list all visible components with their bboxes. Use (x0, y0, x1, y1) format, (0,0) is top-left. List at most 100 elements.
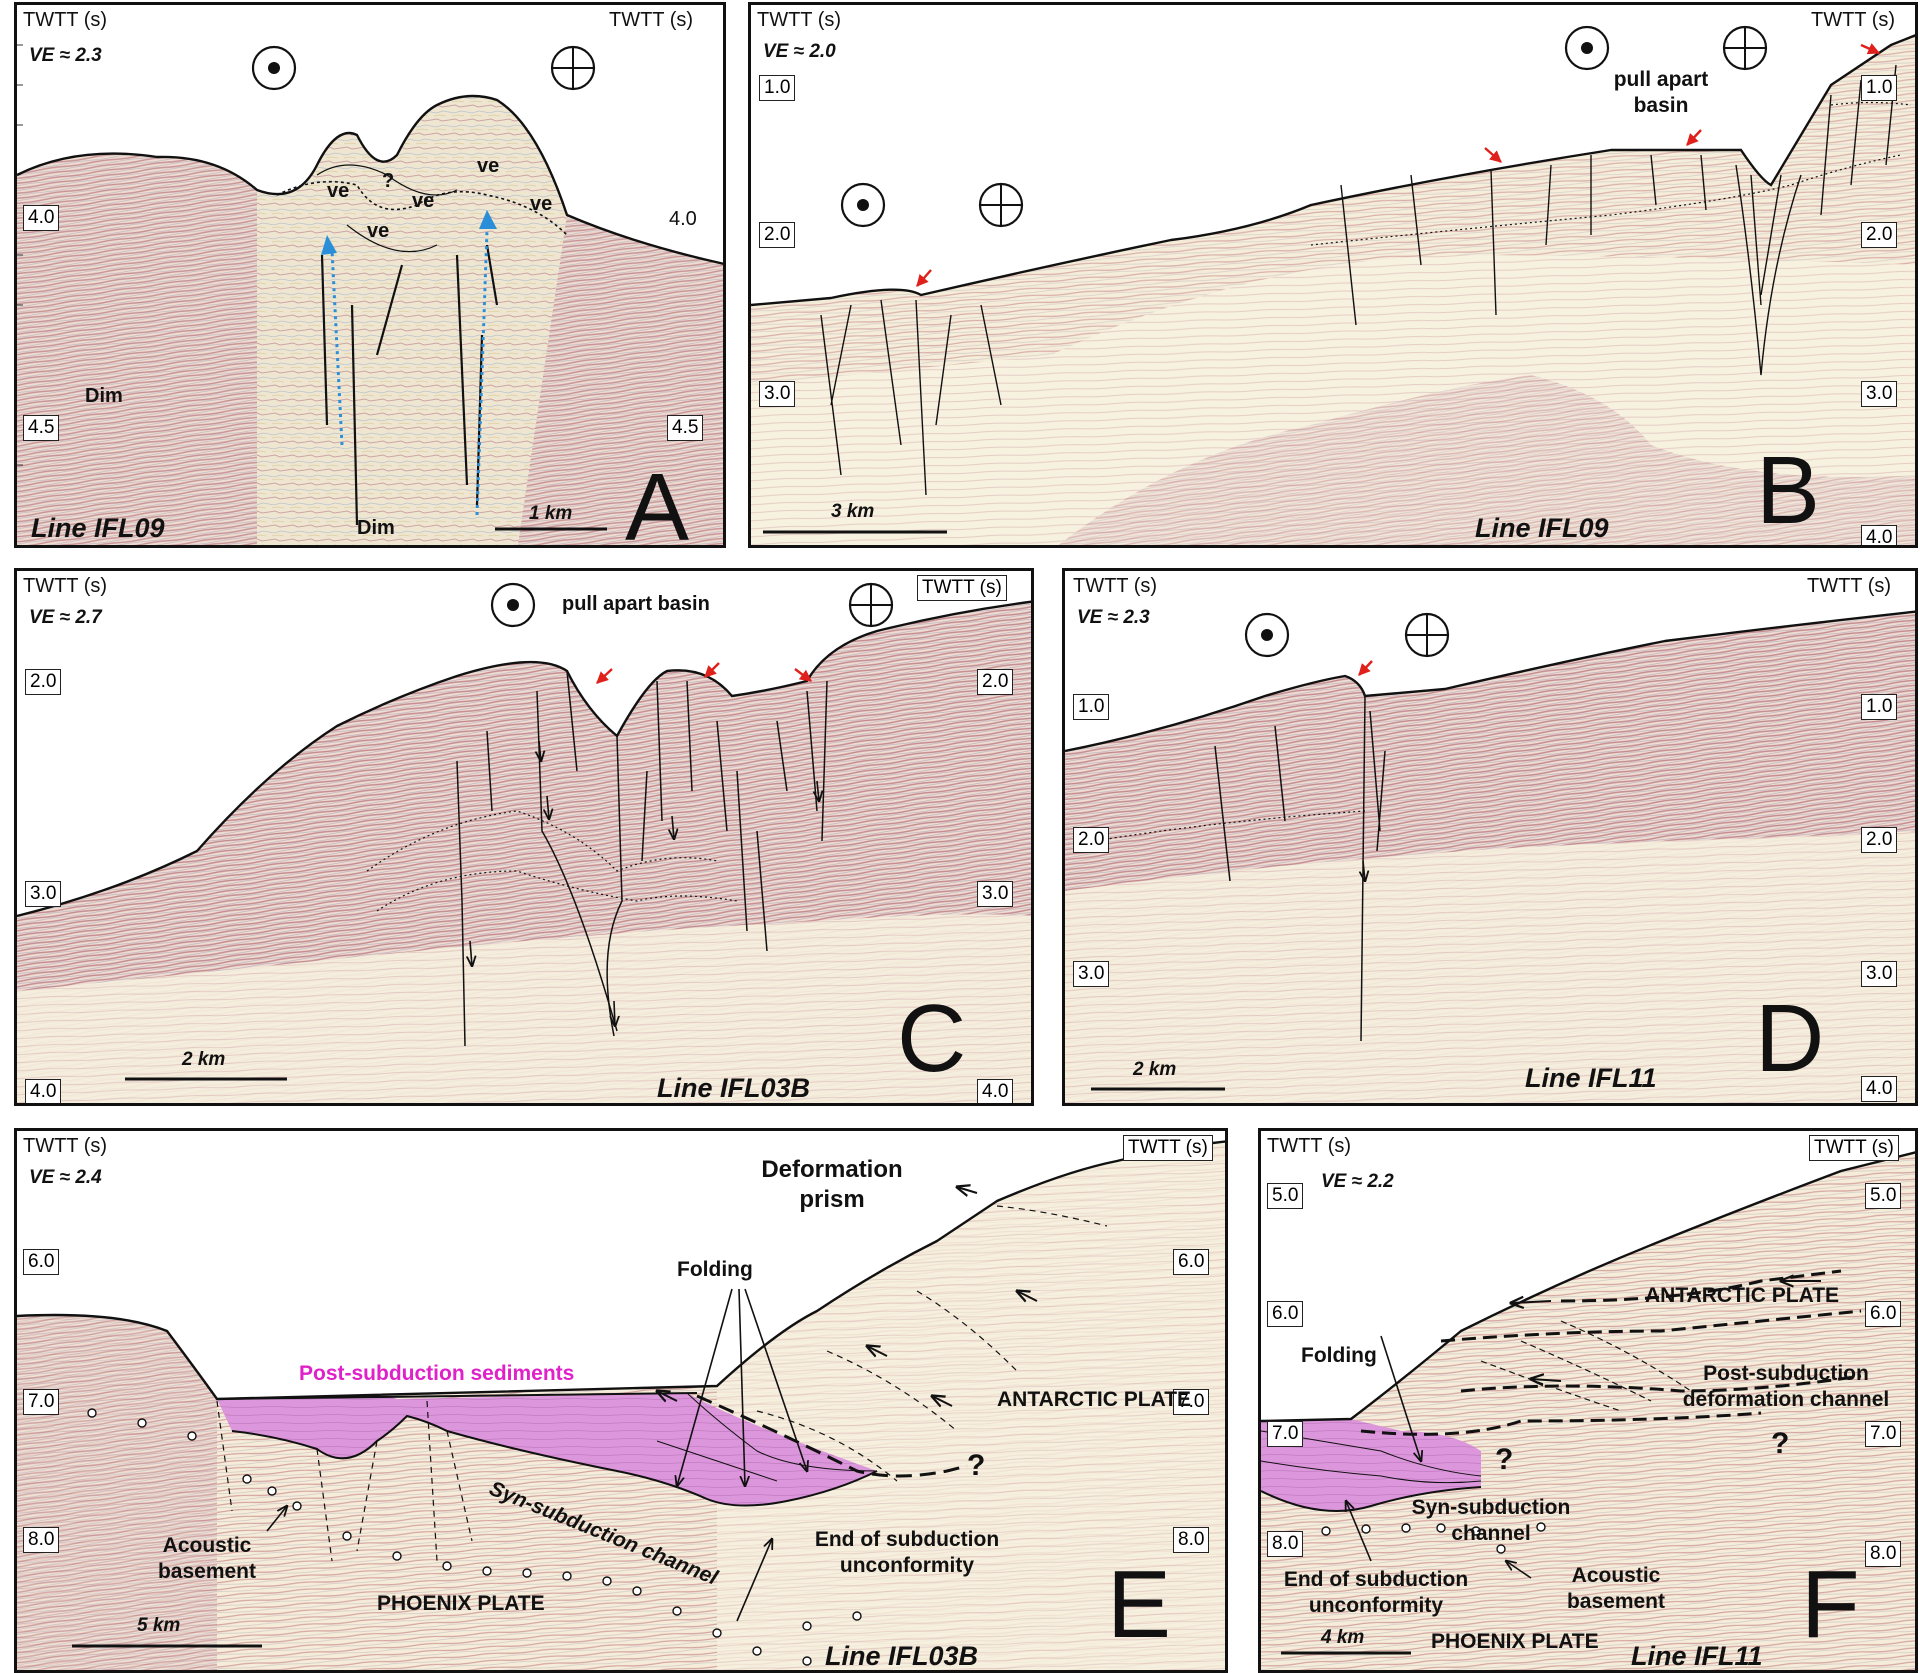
tick-left: 7.0 (23, 1389, 60, 1415)
seismic-section-c (17, 600, 1031, 1103)
red-arrow-icon (704, 662, 720, 678)
tick-left: 6.0 (23, 1249, 60, 1275)
line-name: Line IFL11 (1525, 1063, 1657, 1093)
tick-left: 8.0 (1267, 1531, 1304, 1557)
folding-label: Folding (1301, 1344, 1377, 1367)
scale-bar-label: 4 km (1321, 1627, 1365, 1648)
pull-apart-basin-label: pull apart basin (1613, 68, 1709, 117)
label-ve: ve (367, 220, 390, 242)
into-page-symbol-icon (1403, 611, 1451, 664)
tick-left: 3.0 (759, 381, 796, 407)
folding-label: Folding (677, 1258, 753, 1281)
red-arrow-icon (1686, 129, 1702, 146)
tick-right: 6.0 (1173, 1249, 1210, 1275)
tick-left: 2.0 (1073, 827, 1110, 853)
scale-bar-label: 3 km (831, 501, 875, 522)
vertical-exaggeration: VE ≈ 2.4 (29, 1167, 102, 1188)
panel-b: TWTT (s) TWTT (s) VE ≈ 2.0 1.0 2.0 3.0 1… (748, 2, 1918, 548)
tick-right: 4.0 (1861, 525, 1898, 545)
vertical-exaggeration: VE ≈ 2.0 (763, 41, 836, 62)
pull-apart-basin-label: pull apart basin (562, 593, 710, 615)
seismic-section-d (1065, 610, 1915, 1103)
panel-letter: A (625, 454, 690, 548)
scale-bar-label: 2 km (1133, 1059, 1177, 1080)
panel-d: TWTT (s) TWTT (s) VE ≈ 2.3 1.0 2.0 3.0 1… (1062, 568, 1918, 1106)
panel-letter: C (897, 985, 967, 1092)
label-dim: Dim (85, 385, 123, 407)
tick-right: 7.0 (1173, 1389, 1210, 1415)
phoenix-plate-label: PHOENIX PLATE (1431, 1630, 1599, 1653)
into-page-symbol-icon (977, 181, 1025, 234)
into-page-symbol-icon (1721, 24, 1769, 77)
red-arrow-icon (916, 269, 932, 287)
line-name: Line IFL09 (31, 513, 165, 543)
antarctic-plate-label: ANTARCTIC PLATE (997, 1388, 1192, 1411)
panel-letter: F (1801, 1551, 1860, 1658)
acoustic-basement-label: Acoustic basement (157, 1534, 257, 1583)
tick-left: 3.0 (1073, 961, 1110, 987)
vertical-exaggeration: VE ≈ 2.3 (29, 45, 102, 66)
tick-left: 4.5 (23, 415, 60, 441)
tick-left: 2.0 (25, 669, 62, 695)
axis-title-left: TWTT (s) (23, 575, 108, 597)
axis-title-left: TWTT (s) (23, 1135, 108, 1157)
vertical-exaggeration: VE ≈ 2.2 (1321, 1171, 1394, 1192)
red-arrow-icon (794, 668, 812, 682)
red-arrow-icon (1358, 660, 1373, 676)
axis-title-right: TWTT (s) (1807, 575, 1892, 597)
line-name: Line IFL03B (825, 1641, 979, 1671)
tick-left: 5.0 (1267, 1183, 1304, 1209)
tick-left: 3.0 (25, 881, 62, 907)
out-of-page-symbol-icon (839, 181, 887, 234)
seismic-section-a (17, 44, 723, 545)
blue-arrow-icon (479, 210, 497, 229)
panel-letter: D (1755, 985, 1825, 1092)
scale-bar-label: 2 km (182, 1049, 226, 1070)
axis-title-right: TWTT (s) (609, 9, 694, 31)
tick-right: 4.5 (667, 415, 704, 441)
label-dim: Dim (357, 517, 395, 539)
tick-right: 3.0 (1861, 961, 1898, 987)
vertical-exaggeration: VE ≈ 2.7 (29, 607, 102, 628)
label-ve: ve (412, 190, 435, 212)
tick-right: 1.0 (1861, 75, 1898, 101)
tick-left: 1.0 (759, 75, 796, 101)
panel-c: TWTT (s) TWTT (s) VE ≈ 2.7 2.0 3.0 4.0 2… (14, 568, 1034, 1106)
panel-letter: B (1756, 437, 1821, 544)
tick-right: 4.0 (1861, 1076, 1898, 1102)
panel-letter: E (1107, 1551, 1172, 1658)
red-arrow-icon (596, 668, 613, 684)
tick-right: 8.0 (1173, 1527, 1210, 1553)
into-page-symbol-icon (549, 44, 597, 97)
scale-bar-label: 5 km (137, 1615, 181, 1636)
tick-right: 4.0 (977, 1079, 1014, 1103)
axis-title-left: TWTT (s) (1073, 575, 1158, 597)
tick-right: 5.0 (1865, 1183, 1902, 1209)
tick-left: 4.0 (25, 1079, 62, 1103)
syn-subduction-channel-label: Syn-subduction channel (1411, 1496, 1571, 1545)
axis-title-right: TWTT (s) (1123, 1135, 1213, 1161)
tick-right: 2.0 (1861, 222, 1898, 248)
tick-left: 8.0 (23, 1527, 60, 1553)
axis-title-left: TWTT (s) (757, 9, 842, 31)
tick-left: 2.0 (759, 222, 796, 248)
tick-left: 4.0 (23, 205, 60, 231)
axis-title-right: TWTT (s) (917, 575, 1007, 601)
out-of-page-symbol-icon (1563, 24, 1611, 77)
label-question: ? (382, 170, 395, 192)
tick-right: 2.0 (977, 669, 1014, 695)
axis-title-right: TWTT (s) (1809, 1135, 1899, 1161)
end-of-subduction-unconformity-label: End of subduction unconformity (1283, 1568, 1469, 1617)
vertical-exaggeration: VE ≈ 2.3 (1077, 607, 1150, 628)
tick-right: 1.0 (1861, 694, 1898, 720)
tick-right: 4.0 (669, 208, 697, 230)
axis-title-left: TWTT (s) (23, 9, 108, 31)
red-arrow-icon (1484, 147, 1502, 163)
deformation-prism-label: Deformation prism (761, 1156, 903, 1213)
tick-left: 7.0 (1267, 1421, 1304, 1447)
phoenix-plate-label: PHOENIX PLATE (377, 1592, 545, 1615)
line-name: Line IFL09 (1475, 513, 1609, 543)
seismic-section-b (751, 34, 1915, 545)
tick-right: 2.0 (1861, 827, 1898, 853)
panel-f: TWTT (s) TWTT (s) VE ≈ 2.2 5.0 6.0 7.0 8… (1258, 1128, 1918, 1673)
